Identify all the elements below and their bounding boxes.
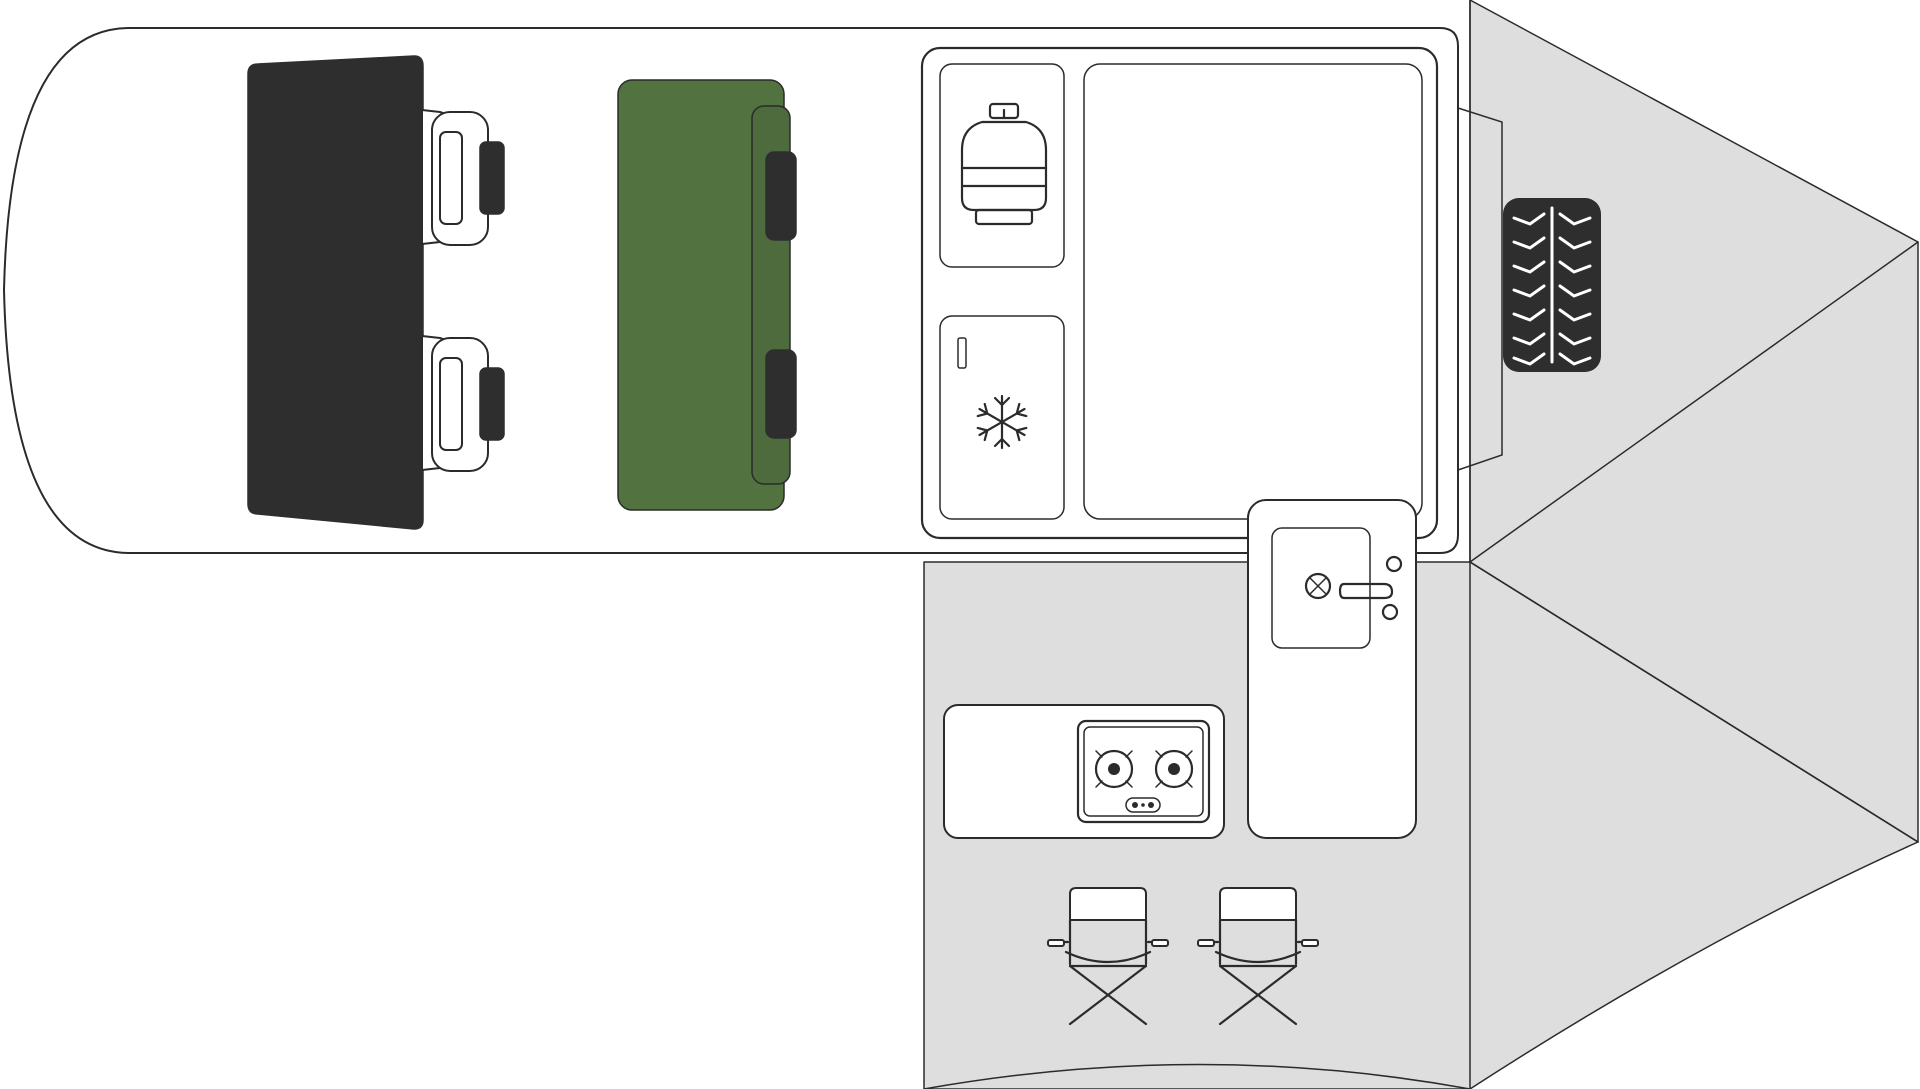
tap-knob-top: [1385, 555, 1403, 573]
snowflake-icon: [976, 394, 1028, 450]
bench-headrest-top: [765, 151, 797, 241]
bench-seat-bed: [617, 79, 797, 511]
two-burner-stove: [943, 704, 1225, 839]
spare-tyre-icon: [1503, 198, 1601, 372]
driver-headrest: [479, 141, 505, 215]
passenger-seat: [421, 335, 505, 472]
bench-headrest-bottom: [765, 349, 797, 439]
gas-bottle-icon: [960, 102, 1048, 226]
burner-left: [1094, 749, 1134, 789]
camp-chair-left: [1047, 887, 1169, 1026]
passenger-headrest: [479, 367, 505, 441]
camp-chair-right: [1197, 887, 1319, 1026]
driver-seat: [421, 109, 505, 246]
burner-right: [1154, 749, 1194, 789]
gas-compartment: [939, 63, 1065, 268]
tap-knob-bottom: [1381, 603, 1399, 621]
rear-kitchen-block: [920, 46, 1439, 540]
fridge: [939, 315, 1065, 520]
sink-tap: [1338, 582, 1394, 600]
fridge-handle: [957, 337, 967, 369]
awning-floor-panel: [923, 561, 1919, 1089]
sink-drain: [1304, 572, 1332, 600]
awning-diagonal-bottom: [1469, 561, 1919, 843]
stove-top: [1076, 719, 1211, 824]
windscreen: [247, 55, 424, 530]
rear-step: [1457, 107, 1503, 471]
awning-hem: [923, 1063, 1471, 1089]
awning-diagonal-top: [1469, 241, 1919, 563]
sink-unit: [1247, 499, 1417, 839]
sink-basin: [1271, 527, 1371, 649]
sink-cabinet: [1247, 499, 1417, 839]
rear-unit-frame: [920, 46, 1439, 540]
stove-controls: [1125, 797, 1161, 813]
